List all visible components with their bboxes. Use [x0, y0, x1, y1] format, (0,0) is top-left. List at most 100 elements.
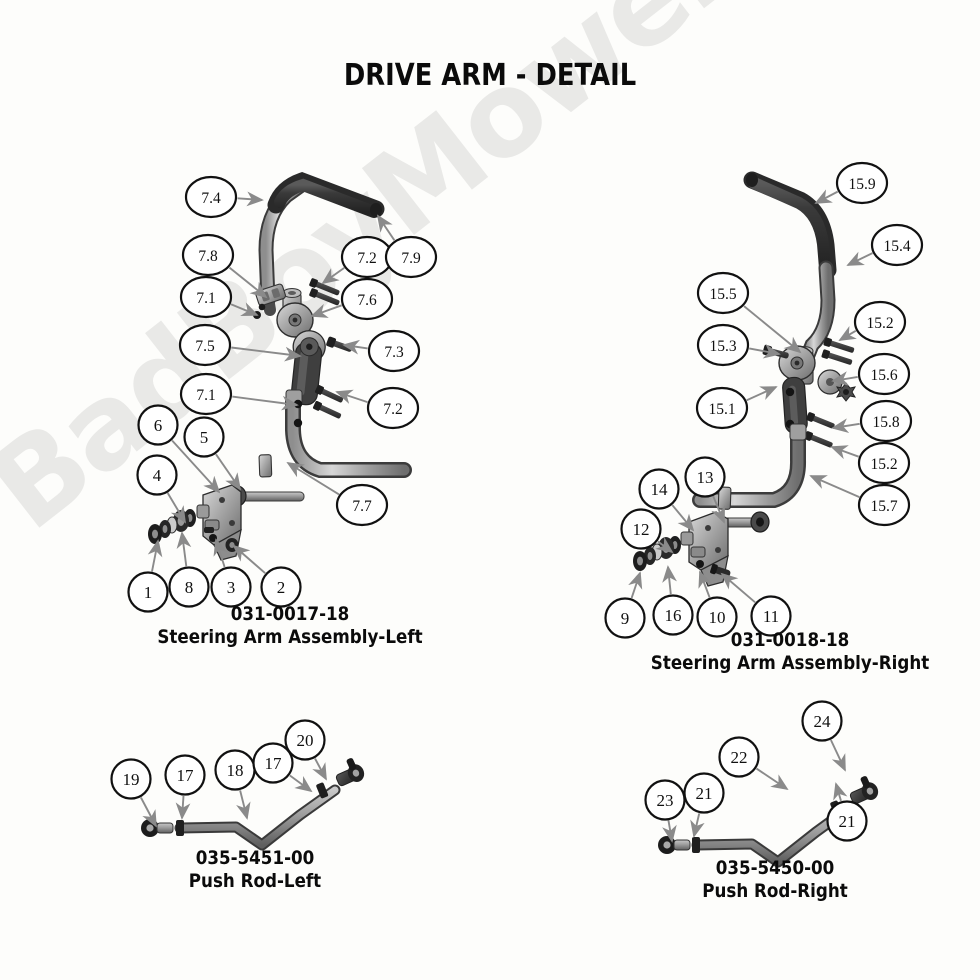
callout-circle: [284, 719, 326, 761]
page-title: DRIVE ARM - DETAIL: [343, 58, 637, 93]
callout-leader-line: [743, 305, 802, 354]
callout-bubble-13[interactable]: 13: [684, 456, 726, 498]
callout-label: 15.6: [870, 367, 897, 384]
callout-bubble-7-2[interactable]: 7.2: [366, 386, 420, 430]
callout-bubble-10[interactable]: 10: [696, 596, 738, 638]
callout-bubble-15-7[interactable]: 15.7: [857, 483, 911, 527]
callout-circle: [696, 323, 750, 367]
left-steering-arm-art: [148, 171, 412, 561]
callout-bubble-7-3[interactable]: 7.3: [367, 329, 421, 373]
callout-circle: [335, 483, 389, 527]
callout-bubble-17[interactable]: 17: [164, 754, 206, 796]
callout-bubble-1[interactable]: 1: [127, 571, 169, 613]
caption-steering-arm-right: 031-0018-18 Steering Arm Assembly-Right: [600, 629, 980, 676]
callout-leader-line: [171, 439, 221, 494]
callout-bubble-14[interactable]: 14: [638, 468, 680, 510]
callout-bubble-18[interactable]: 18: [214, 749, 256, 791]
callout-leader-line: [662, 565, 677, 595]
callout-bubble-7-1[interactable]: 7.1: [179, 372, 233, 416]
callout-leader-line: [231, 346, 302, 362]
callout-label: 15.3: [709, 338, 736, 355]
callout-circle: [620, 508, 662, 550]
callout-bubble-15-1[interactable]: 15.1: [695, 386, 749, 430]
callout-leader-line: [746, 386, 778, 402]
callout-circle: [210, 566, 252, 608]
callout-leader-line: [140, 797, 157, 828]
callout-bubble-9[interactable]: 9: [604, 597, 646, 639]
callout-bubble-15-6[interactable]: 15.6: [857, 352, 911, 396]
callout-label: 8: [185, 578, 194, 597]
callout-bubble-15-5[interactable]: 15.5: [696, 271, 750, 315]
callout-circle: [136, 454, 178, 496]
callout-label: 11: [763, 607, 779, 626]
callout-leader-line: [176, 531, 192, 567]
right-steering-arm-art: [633, 171, 857, 587]
callout-bubble-2[interactable]: 2: [260, 566, 302, 608]
callout-bubble-15-9[interactable]: 15.9: [835, 161, 889, 205]
callout-bubble-7-4[interactable]: 7.4: [184, 175, 238, 219]
callout-bubble-21[interactable]: 21: [683, 772, 725, 814]
callout-leader-line: [830, 739, 846, 772]
callout-label: 24: [814, 712, 832, 731]
callout-circle: [870, 223, 924, 267]
callout-circle: [179, 275, 233, 319]
callout-label: 15.9: [848, 176, 875, 193]
callout-bubble-23[interactable]: 23: [644, 779, 686, 821]
callout-label: 15.7: [870, 498, 897, 515]
callout-circle: [853, 300, 907, 344]
callout-bubble-15-2[interactable]: 15.2: [857, 441, 911, 485]
callout-leader-line: [814, 189, 839, 204]
callout-bubble-7-6[interactable]: 7.6: [340, 277, 394, 321]
callout-bubble-19[interactable]: 19: [110, 758, 152, 800]
callout-label: 21: [696, 784, 713, 803]
callout-bubble-12[interactable]: 12: [620, 508, 662, 550]
callout-leader-line: [838, 325, 857, 341]
callout-circle: [718, 736, 760, 778]
callout-bubble-15-2[interactable]: 15.2: [853, 300, 907, 344]
callout-leader-line: [312, 758, 327, 781]
callout-bubble-5[interactable]: 5: [183, 416, 225, 458]
callout-bubble-21[interactable]: 21: [826, 800, 868, 842]
callout-bubble-4[interactable]: 4: [136, 454, 178, 496]
callout-leader-line: [147, 539, 163, 572]
callout-leader-line: [671, 504, 695, 532]
callout-leader-line: [236, 790, 251, 820]
callout-label: 7.8: [198, 248, 218, 265]
callout-bubble-11[interactable]: 11: [750, 595, 792, 637]
callout-bubble-15-3[interactable]: 15.3: [696, 323, 750, 367]
callout-bubble-7-5[interactable]: 7.5: [178, 323, 232, 367]
callout-leader-line: [310, 303, 343, 318]
callout-bubble-20[interactable]: 20: [284, 719, 326, 761]
callout-label: 4: [153, 466, 162, 485]
callout-leader-line: [830, 445, 860, 460]
callout-bubble-24[interactable]: 24: [801, 700, 843, 742]
callout-bubble-7-7[interactable]: 7.7: [335, 483, 389, 527]
caption-steering-arm-left: 031-0017-18 Steering Arm Assembly-Left: [60, 603, 520, 650]
callout-label: 15.5: [709, 286, 736, 303]
callout-label: 9: [621, 609, 630, 628]
callout-bubble-7-9[interactable]: 7.9: [384, 235, 438, 279]
callout-circle: [260, 566, 302, 608]
callout-bubble-6[interactable]: 6: [137, 404, 179, 446]
callout-circle: [183, 416, 225, 458]
callout-label: 7.2: [357, 250, 376, 267]
callout-bubble-17[interactable]: 17: [252, 742, 294, 784]
callout-bubble-7-1[interactable]: 7.1: [179, 275, 233, 319]
callout-circle: [801, 700, 843, 742]
part-number-push-rod-right: 035-5450-00: [715, 857, 835, 879]
callout-bubble-16[interactable]: 16: [652, 594, 694, 636]
callout-bubble-15-4[interactable]: 15.4: [870, 223, 924, 267]
callout-circle: [696, 271, 750, 315]
callout-label: 2: [277, 578, 286, 597]
callout-bubble-7-8[interactable]: 7.8: [181, 233, 235, 277]
callout-bubble-7-2[interactable]: 7.2: [340, 235, 394, 279]
callout-bubble-8[interactable]: 8: [168, 566, 210, 608]
callout-leader-line: [846, 251, 873, 266]
callout-label: 15.1: [708, 401, 735, 418]
callout-bubble-3[interactable]: 3: [210, 566, 252, 608]
callout-bubble-22[interactable]: 22: [718, 736, 760, 778]
callout-circle: [638, 468, 680, 510]
callout-label: 21: [839, 812, 856, 831]
callout-bubble-15-8[interactable]: 15.8: [859, 399, 913, 443]
